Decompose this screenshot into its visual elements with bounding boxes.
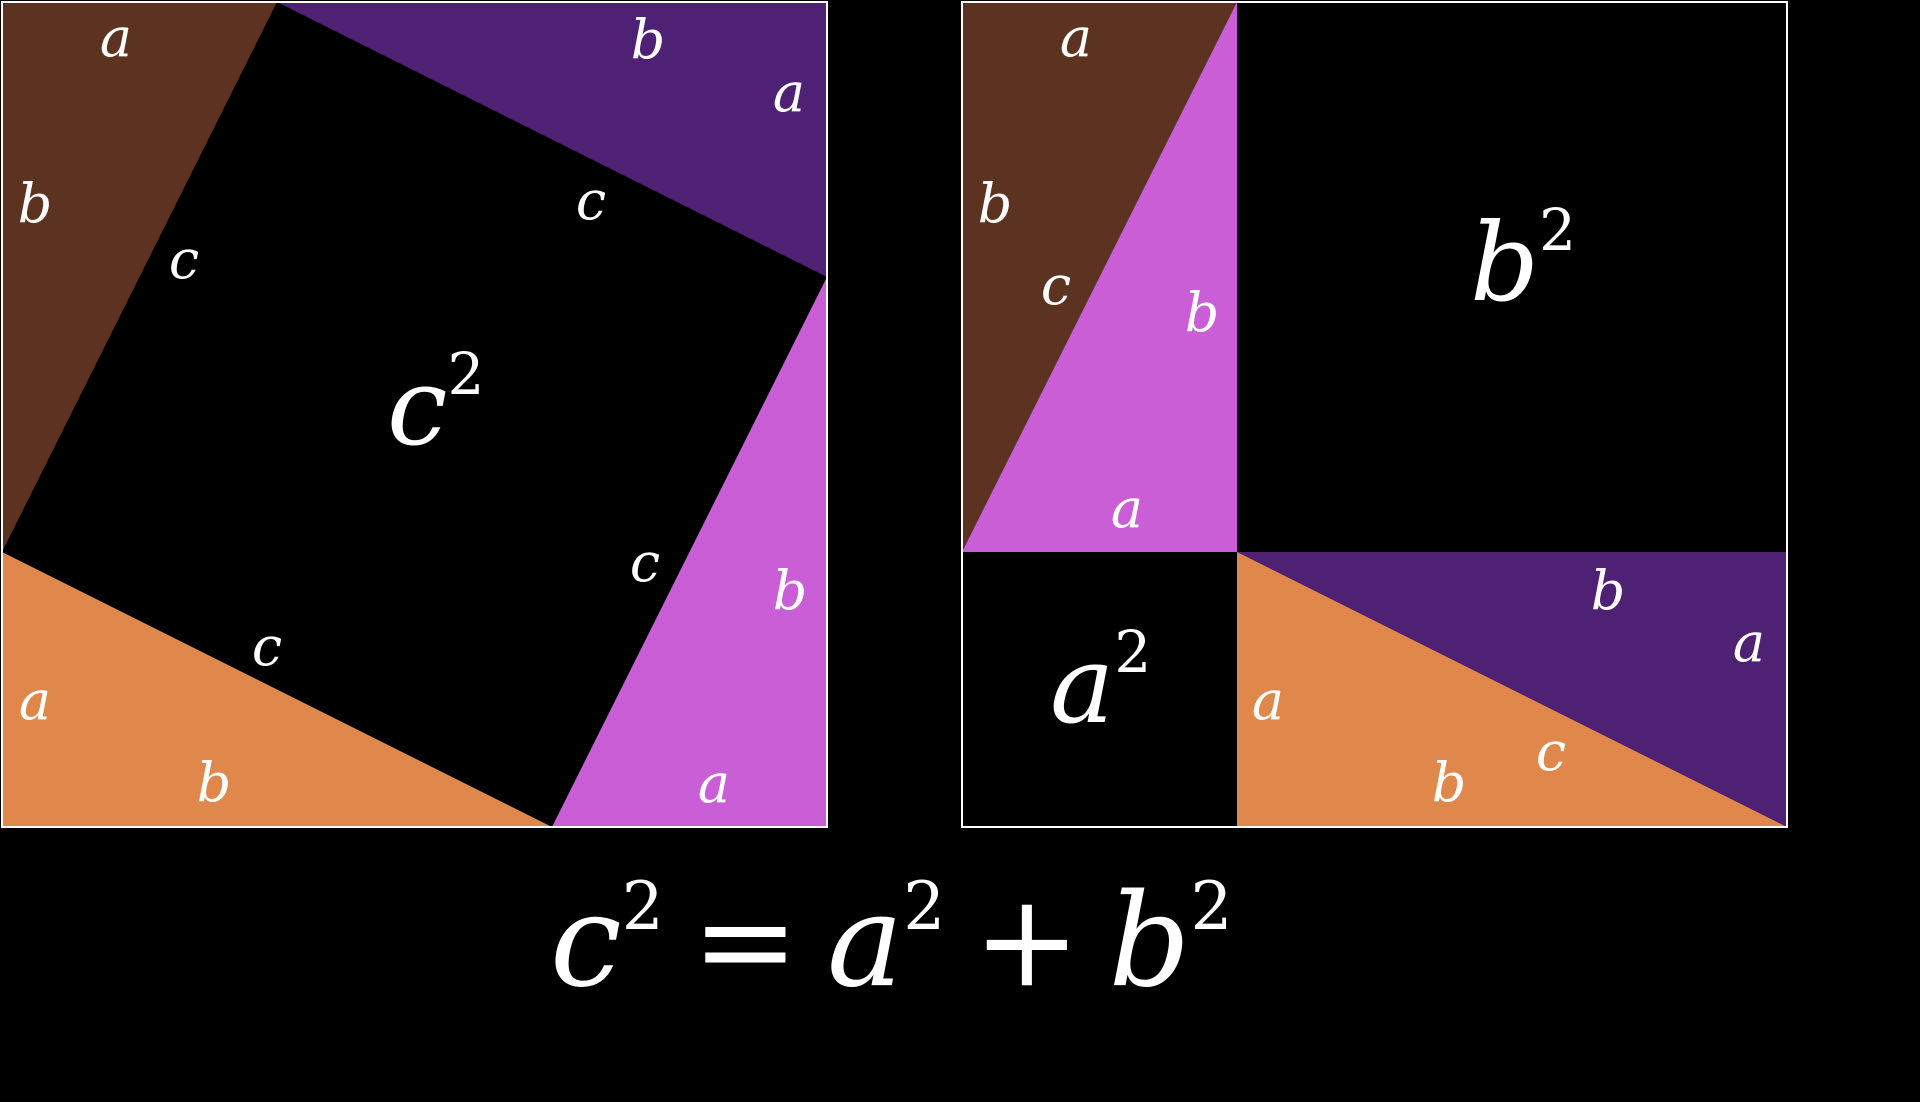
right-orange-b-label: b: [1432, 751, 1467, 814]
left-orange-c-label: c: [252, 615, 282, 678]
left-pink-a-label: a: [698, 752, 730, 815]
right-purple-b-label: b: [1591, 559, 1626, 622]
right-triangle-pink: [962, 2, 1237, 552]
left-orange-b-label: b: [197, 751, 232, 814]
right-b-squared-exponent: 2: [1539, 196, 1576, 264]
equation-plus-sign: +: [973, 867, 1080, 1016]
right-brown-a-label: a: [1060, 6, 1092, 69]
equation-b: b: [1109, 867, 1191, 1016]
left-orange-a-label: a: [19, 669, 51, 732]
right-outline: [961, 1, 1788, 828]
left-triangle-pink: [552, 277, 827, 827]
right-b-squared-base: b: [1470, 201, 1539, 326]
right-orange-a-label: a: [1252, 669, 1284, 732]
equation-b-exponent: 2: [1190, 868, 1232, 945]
left-purple-a-label: a: [773, 61, 805, 124]
left-triangle-purple: [277, 2, 827, 277]
right-purple-a-label: a: [1733, 611, 1765, 674]
left-c-squared-exponent: 2: [448, 340, 485, 408]
right-a-squared-exponent: 2: [1114, 618, 1151, 686]
right-triangle-orange: [1237, 552, 1787, 827]
left-purple-c-label: c: [576, 169, 606, 232]
left-outline: [1, 1, 828, 828]
right-pink-a-label: a: [1111, 477, 1143, 540]
left-pink-b-label: b: [773, 559, 808, 622]
left-triangle-orange: [2, 552, 552, 827]
left-pink-c-label: c: [630, 531, 660, 594]
equation-a: a: [827, 867, 903, 1016]
equation-a-exponent: 2: [903, 868, 945, 945]
left-brown-a-label: a: [100, 6, 132, 69]
left-purple-b-label: b: [631, 8, 666, 71]
equation-c-exponent: 2: [622, 868, 664, 945]
left-figure: a b c b a c c b a c a b c2: [1, 1, 828, 828]
right-a-squared-label: a2: [1050, 618, 1151, 748]
left-c-squared-base: c: [387, 345, 448, 470]
left-c-squared-label: c2: [387, 340, 484, 470]
right-brown-c-label: c: [1041, 254, 1071, 317]
right-b-squared-label: b2: [1470, 196, 1576, 326]
right-figure: a b c b a b a a b c b2 a2: [961, 1, 1788, 828]
pythagorean-equation: c2=a2+b2: [550, 867, 1232, 1016]
right-pink-b-label: b: [1185, 281, 1220, 344]
equation-equals-sign: =: [692, 867, 799, 1016]
right-orange-c-label: c: [1536, 720, 1566, 783]
left-triangle-brown: [2, 2, 277, 552]
right-brown-b-label: b: [978, 172, 1013, 235]
left-brown-c-label: c: [169, 228, 199, 291]
left-brown-b-label: b: [18, 172, 53, 235]
equation-c: c: [550, 867, 622, 1016]
left-central-square: [2, 2, 827, 827]
right-a-squared-base: a: [1050, 623, 1114, 748]
